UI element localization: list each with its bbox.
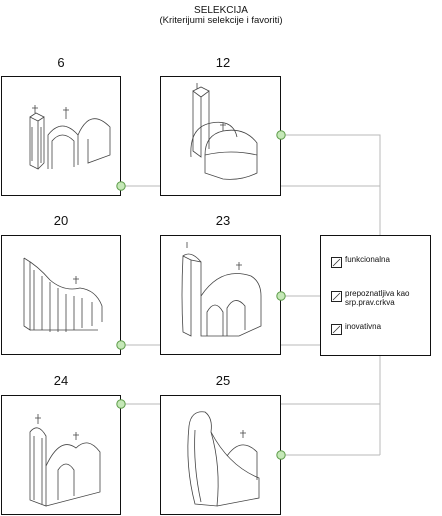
card-number-24: 24 — [53, 373, 69, 388]
criterion-label: funkcionalna — [345, 255, 390, 264]
card-number-12: 12 — [215, 55, 231, 70]
criterion-label: inovativna — [345, 322, 382, 331]
church-sketch-24-icon — [29, 414, 101, 507]
checkbox[interactable] — [331, 257, 342, 268]
card-24[interactable] — [1, 395, 121, 515]
criterion-functional[interactable]: funkcionalna — [331, 255, 390, 268]
criterion-recognizable[interactable]: prepoznatljiva kao srp.prav.crkva — [331, 289, 431, 307]
card-number-25: 25 — [215, 373, 231, 388]
card-number-6: 6 — [57, 55, 65, 70]
criteria-panel: funkcionalna prepoznatljiva kao srp.prav… — [320, 235, 431, 356]
church-sketch-20-icon — [23, 257, 103, 332]
card-20[interactable] — [1, 235, 121, 355]
card-25[interactable] — [160, 395, 281, 515]
card-23[interactable] — [160, 235, 281, 355]
connector-12 — [281, 134, 381, 235]
page-subtitle: (Kriterijumi selekcije i favoriti) — [159, 15, 283, 26]
card-number-23: 23 — [215, 213, 231, 228]
church-sketch-6-icon — [29, 105, 111, 170]
church-sketch-23-icon — [181, 242, 262, 337]
checkbox[interactable] — [331, 291, 342, 302]
card-12[interactable] — [160, 76, 281, 196]
checkbox[interactable] — [331, 324, 342, 335]
page-title: SELEKCIJA — [194, 5, 248, 16]
criterion-label: prepoznatljiva kao srp.prav.crkva — [345, 289, 410, 307]
card-number-20: 20 — [53, 213, 69, 228]
church-sketch-25-icon — [187, 411, 260, 507]
church-sketch-12-icon — [190, 83, 258, 180]
criterion-innovative[interactable]: inovativna — [331, 322, 382, 335]
card-6[interactable] — [1, 76, 121, 196]
